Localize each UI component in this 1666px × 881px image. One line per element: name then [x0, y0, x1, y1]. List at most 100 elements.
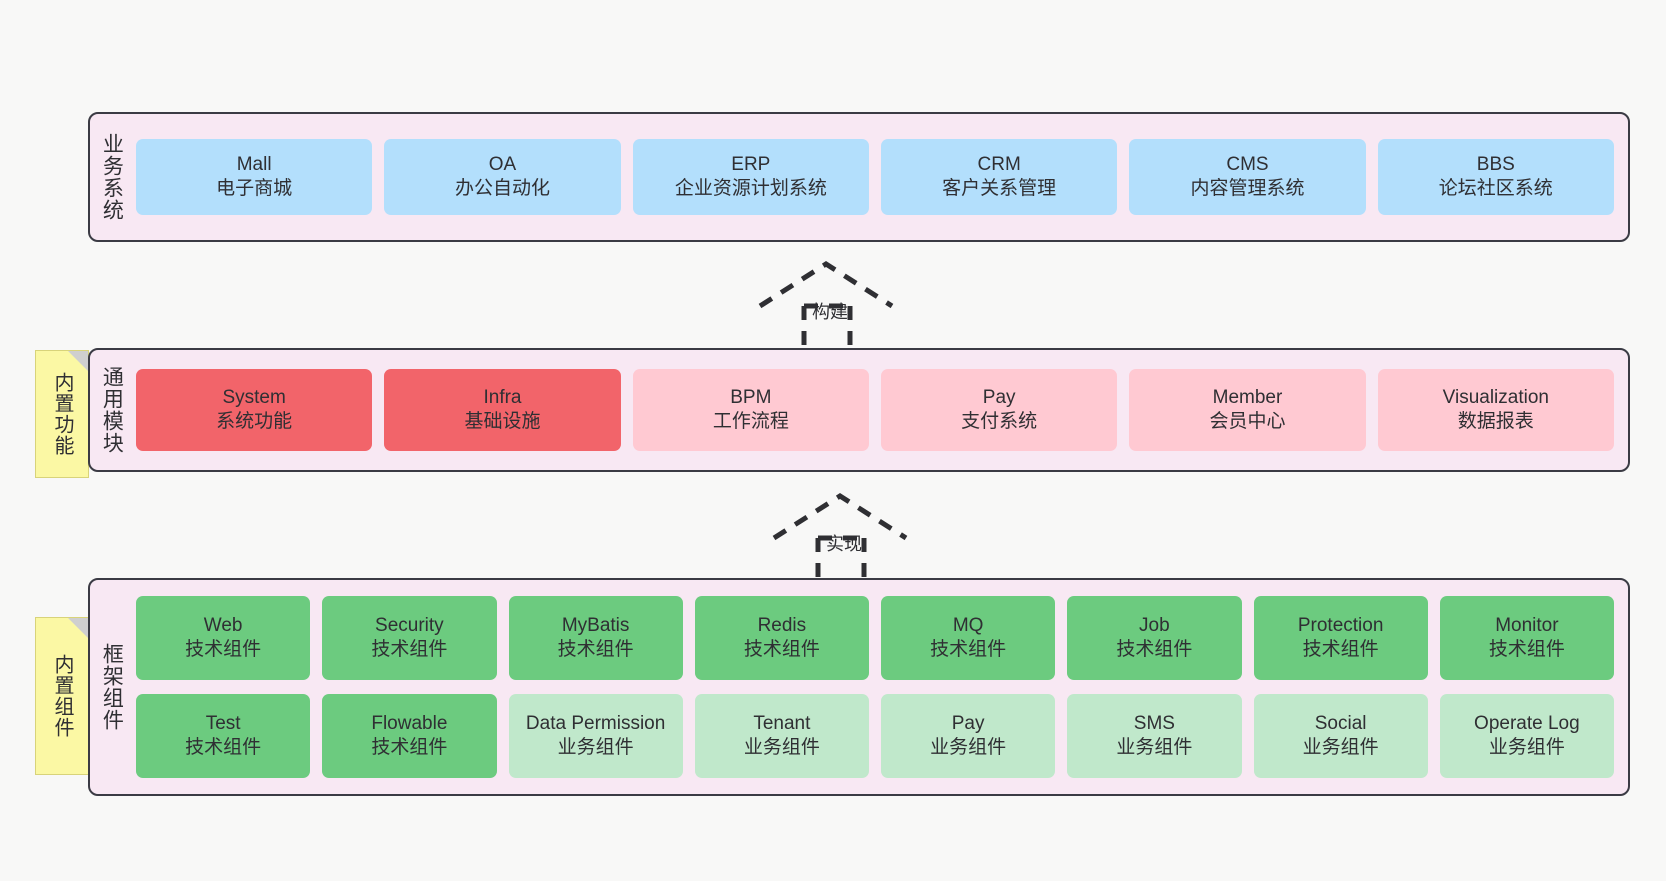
card-oa-cn: 办公自动化 [454, 178, 550, 199]
card-visualization[interactable]: Visualization 数据报表 [1377, 369, 1614, 451]
card-social-cn: 业务组件 [1302, 737, 1379, 758]
card-oa-en: OA [488, 154, 517, 176]
card-cms-en: CMS [1226, 154, 1269, 176]
card-visualization-en: Visualization [1442, 387, 1549, 409]
card-bpm[interactable]: BPM 工作流程 [632, 369, 869, 451]
card-sms[interactable]: SMS 业务组件 [1067, 694, 1242, 778]
card-monitor-en: Monitor [1495, 615, 1559, 637]
card-bpm-cn: 工作流程 [712, 411, 789, 432]
card-web[interactable]: Web 技术组件 [136, 596, 311, 680]
connector-build-label: 构建 [812, 302, 848, 322]
layer-body-framework-component: Web 技术组件 Security 技术组件 MyBatis 技术组件 Redi… [132, 580, 1628, 794]
card-protection-en: Protection [1297, 615, 1384, 637]
card-sms-cn: 业务组件 [1116, 737, 1193, 758]
card-social[interactable]: Social 业务组件 [1253, 694, 1428, 778]
card-infra[interactable]: Infra 基础设施 [384, 369, 621, 451]
layer-framework-component: 框架组件 Web 技术组件 Security 技术组件 MyBatis 技术组件… [88, 578, 1630, 796]
card-member[interactable]: Member 会员中心 [1129, 369, 1366, 451]
layer-title-common-module: 通用模块 [100, 366, 124, 454]
layer-business-system: 业务系统 Mall 电子商城 OA 办公自动化 ERP 企业资源计划系统 CRM… [88, 112, 1630, 242]
card-data-permission[interactable]: Data Permission 业务组件 [508, 694, 683, 778]
card-security-en: Security [375, 615, 444, 637]
card-pay-module[interactable]: Pay 支付系统 [880, 369, 1118, 451]
card-mybatis-en: MyBatis [561, 615, 630, 637]
card-flowable-en: Flowable [371, 713, 448, 735]
layer-body-business-system: Mall 电子商城 OA 办公自动化 ERP 企业资源计划系统 CRM 客户关系… [132, 114, 1628, 240]
layer-title-business-system: 业务系统 [100, 133, 124, 221]
card-security[interactable]: Security 技术组件 [322, 596, 497, 680]
card-pay-component-en: Pay [951, 713, 985, 735]
card-web-cn: 技术组件 [185, 639, 262, 660]
card-bpm-en: BPM [730, 387, 772, 409]
card-system[interactable]: System 系统功能 [136, 369, 373, 451]
card-job[interactable]: Job 技术组件 [1067, 596, 1242, 680]
card-social-en: Social [1314, 713, 1367, 735]
card-monitor-cn: 技术组件 [1488, 639, 1565, 660]
connector-build: 构建 [756, 258, 900, 348]
card-crm-en: CRM [977, 154, 1021, 176]
card-erp[interactable]: ERP 企业资源计划系统 [632, 139, 869, 215]
note-builtin-component: 内置组件 [35, 617, 89, 775]
card-protection[interactable]: Protection 技术组件 [1253, 596, 1428, 680]
layer-common-module: 通用模块 System 系统功能 Infra 基础设施 BPM 工作流程 Pay… [88, 348, 1630, 472]
card-tenant-en: Tenant [753, 713, 811, 735]
layer-body-common-module: System 系统功能 Infra 基础设施 BPM 工作流程 Pay 支付系统… [132, 350, 1628, 470]
note-builtin-function: 内置功能 [35, 350, 89, 478]
card-system-en: System [222, 387, 286, 409]
component-row-business: Test 技术组件 Flowable 技术组件 Data Permission … [136, 694, 1614, 778]
card-web-en: Web [203, 615, 243, 637]
card-cms-cn: 内容管理系统 [1190, 178, 1305, 199]
card-erp-cn: 企业资源计划系统 [674, 178, 827, 199]
card-bbs[interactable]: BBS 论坛社区系统 [1377, 139, 1614, 215]
card-infra-en: Infra [483, 387, 522, 409]
component-row-technical: Web 技术组件 Security 技术组件 MyBatis 技术组件 Redi… [136, 596, 1614, 680]
card-mq-cn: 技术组件 [930, 639, 1007, 660]
layer-title-framework-component: 框架组件 [100, 643, 124, 731]
card-operate-log-en: Operate Log [1474, 713, 1580, 735]
card-member-en: Member [1212, 387, 1283, 409]
card-job-en: Job [1139, 615, 1170, 637]
card-erp-en: ERP [731, 154, 771, 176]
card-visualization-cn: 数据报表 [1457, 411, 1534, 432]
card-flowable[interactable]: Flowable 技术组件 [322, 694, 497, 778]
card-protection-cn: 技术组件 [1302, 639, 1379, 660]
card-oa[interactable]: OA 办公自动化 [384, 139, 621, 215]
card-crm[interactable]: CRM 客户关系管理 [880, 139, 1118, 215]
card-data-permission-cn: 业务组件 [557, 737, 634, 758]
card-mq[interactable]: MQ 技术组件 [881, 596, 1056, 680]
card-data-permission-en: Data Permission [525, 713, 666, 735]
card-tenant-cn: 业务组件 [743, 737, 820, 758]
card-system-cn: 系统功能 [216, 411, 293, 432]
card-crm-cn: 客户关系管理 [942, 178, 1057, 199]
card-bbs-en: BBS [1476, 154, 1515, 176]
card-mall-cn: 电子商城 [216, 178, 293, 199]
card-sms-en: SMS [1133, 713, 1175, 735]
note-builtin-component-label: 内置组件 [51, 654, 73, 738]
card-operate-log-cn: 业务组件 [1488, 737, 1565, 758]
card-security-cn: 技术组件 [371, 639, 448, 660]
card-infra-cn: 基础设施 [464, 411, 541, 432]
card-pay-module-en: Pay [982, 387, 1016, 409]
card-redis-en: Redis [757, 615, 807, 637]
card-cms[interactable]: CMS 内容管理系统 [1129, 139, 1366, 215]
card-monitor[interactable]: Monitor 技术组件 [1439, 596, 1614, 680]
connector-implement: 实现 [770, 490, 914, 580]
card-pay-module-cn: 支付系统 [961, 411, 1038, 432]
note-fold-corner-icon [68, 351, 88, 371]
card-redis[interactable]: Redis 技术组件 [694, 596, 869, 680]
card-test[interactable]: Test 技术组件 [136, 694, 311, 778]
card-tenant[interactable]: Tenant 业务组件 [694, 694, 869, 778]
card-mall[interactable]: Mall 电子商城 [136, 139, 373, 215]
card-bbs-cn: 论坛社区系统 [1438, 178, 1553, 199]
card-member-cn: 会员中心 [1209, 411, 1286, 432]
card-pay-component[interactable]: Pay 业务组件 [881, 694, 1056, 778]
card-mybatis[interactable]: MyBatis 技术组件 [508, 596, 683, 680]
card-test-cn: 技术组件 [185, 737, 262, 758]
note-builtin-function-label: 内置功能 [51, 372, 73, 456]
card-flowable-cn: 技术组件 [371, 737, 448, 758]
note-fold-corner-icon [68, 618, 88, 638]
connector-implement-label: 实现 [826, 534, 862, 554]
card-job-cn: 技术组件 [1116, 639, 1193, 660]
card-operate-log[interactable]: Operate Log 业务组件 [1439, 694, 1614, 778]
